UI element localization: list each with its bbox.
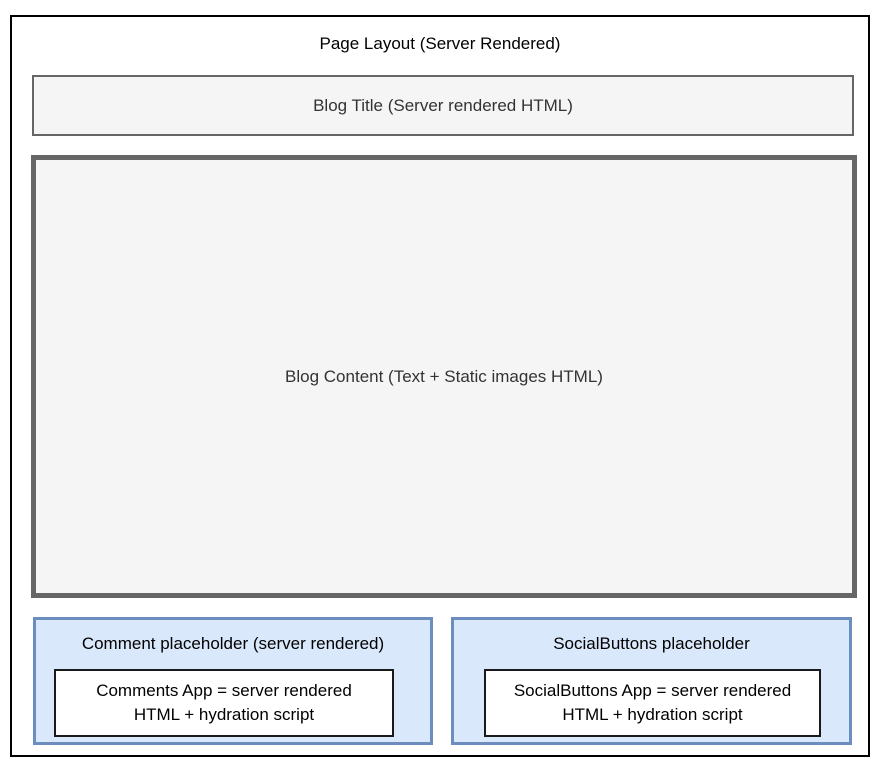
socialbuttons-app-box: SocialButtons App = server rendered HTML… [484,669,821,737]
blog-title-box: Blog Title (Server rendered HTML) [32,75,854,136]
page-layout-box: Page Layout (Server Rendered) Blog Title… [10,15,870,757]
socialbuttons-placeholder-label: SocialButtons placeholder [553,634,750,653]
blog-content-label: Blog Content (Text + Static images HTML) [285,366,603,386]
blog-content-box: Blog Content (Text + Static images HTML) [31,155,857,598]
comments-app-box: Comments App = server rendered HTML + hy… [54,669,394,737]
comments-app-label-line1: Comments App = server rendered [96,681,352,700]
comment-placeholder-box: Comment placeholder (server rendered) Co… [33,617,433,745]
comments-app-label-line2: HTML + hydration script [133,705,315,724]
socialbuttons-placeholder-box: SocialButtons placeholder SocialButtons … [451,617,852,745]
comment-placeholder-label: Comment placeholder (server rendered) [81,634,385,653]
page-layout-title: Page Layout (Server Rendered) [319,34,561,53]
blog-title-label: Blog Title (Server rendered HTML) [313,95,573,115]
socialbuttons-app-label-line1: SocialButtons App = server rendered [513,681,792,700]
socialbuttons-app-label-line2: HTML + hydration script [562,705,743,724]
